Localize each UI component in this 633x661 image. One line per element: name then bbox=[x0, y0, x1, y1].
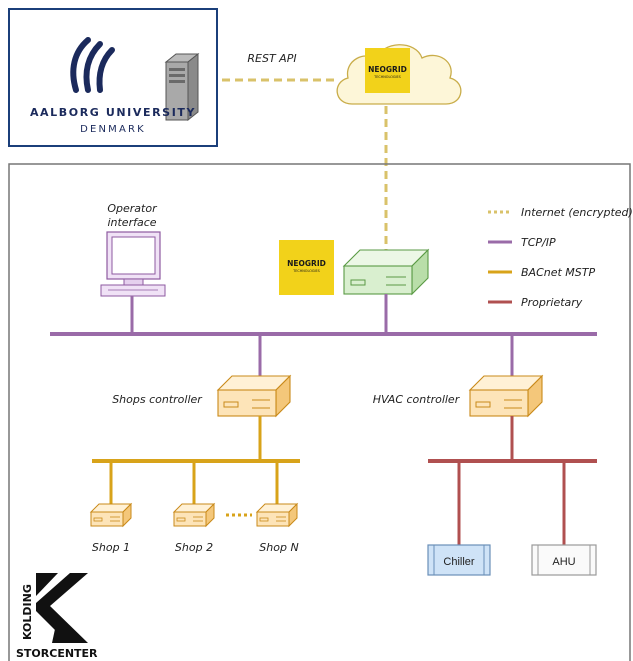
aau-logo-icon bbox=[70, 37, 115, 93]
hvac-controller-label: HVAC controller bbox=[373, 393, 461, 406]
kolding-bottom-text: STORCENTER bbox=[16, 647, 98, 660]
neogrid-cloud-tagline: TECHNOLOGIES bbox=[373, 75, 401, 79]
kolding-logo-icon bbox=[36, 573, 88, 643]
gateway-device bbox=[342, 248, 430, 296]
university-country: DENMARK bbox=[80, 124, 146, 135]
rest-api-label: REST API bbox=[247, 52, 296, 65]
ahu-box bbox=[531, 544, 597, 576]
shop2-device bbox=[173, 503, 215, 527]
server-icon bbox=[164, 52, 200, 122]
monitor-icon bbox=[100, 231, 166, 297]
neogrid-gateway-tagline: TECHNOLOGIES bbox=[292, 269, 320, 273]
shops-controller-label: Shops controller bbox=[112, 393, 203, 406]
neogrid-gateway-logo bbox=[279, 240, 334, 295]
neogrid-gateway-brand: NEOGRID bbox=[287, 259, 326, 268]
legend-internet: Internet (encrypted) bbox=[521, 206, 633, 219]
shop2-label: Shop 2 bbox=[175, 541, 213, 554]
legend-bacnet: BACnet MSTP bbox=[521, 266, 595, 279]
shopN-label: Shop N bbox=[259, 541, 298, 554]
neogrid-cloud-logo bbox=[365, 48, 410, 93]
operator-label-line1: Operator bbox=[107, 202, 158, 215]
legend-tcpip: TCP/IP bbox=[521, 236, 556, 249]
university-name: AALBORG UNIVERSITY bbox=[30, 106, 196, 119]
hvac-controller-device bbox=[469, 375, 543, 417]
shop1-label: Shop 1 bbox=[92, 541, 130, 554]
site-boundary bbox=[8, 163, 631, 661]
neogrid-cloud-brand: NEOGRID bbox=[368, 65, 407, 74]
legend-proprietary: Proprietary bbox=[521, 296, 583, 309]
operator-label-line2: interface bbox=[107, 216, 156, 229]
shops-controller-device bbox=[217, 375, 291, 417]
ahu-label: AHU bbox=[552, 556, 575, 568]
legend: Internet (encrypted) TCP/IP BACnet MSTP … bbox=[488, 206, 633, 309]
chiller-box bbox=[427, 544, 491, 576]
chiller-label: Chiller bbox=[443, 556, 475, 568]
kolding-vertical-text: KOLDING bbox=[21, 584, 34, 640]
shopN-device bbox=[256, 503, 298, 527]
shop1-device bbox=[90, 503, 132, 527]
